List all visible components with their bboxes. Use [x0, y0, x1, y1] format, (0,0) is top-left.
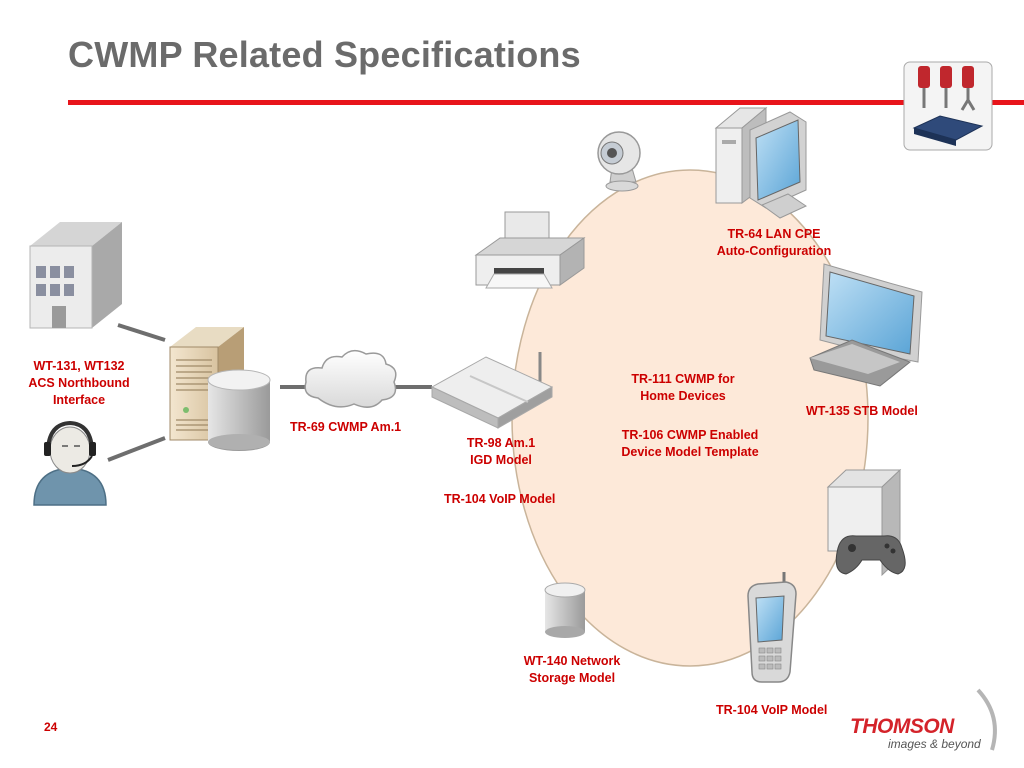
gateway-router-icon	[430, 352, 554, 429]
title-underline	[68, 100, 1024, 105]
flat-tv-stb-icon	[809, 263, 923, 387]
slide-title: CWMP Related Specifications	[68, 34, 581, 75]
link-building-server	[117, 323, 166, 342]
logo-brand: THOMSON	[850, 715, 954, 738]
cloud-icon	[304, 349, 397, 408]
logo-swoosh	[976, 688, 997, 751]
database-icon	[207, 369, 271, 451]
wt135-label: WT-135 STB Model	[806, 404, 918, 418]
game-console-icon	[826, 468, 906, 577]
network-storage-icon	[544, 582, 586, 638]
desktop-computer-icon	[714, 106, 808, 219]
support-agent-icon	[33, 420, 107, 506]
link-agent-server	[107, 436, 166, 462]
mobile-phone-icon	[747, 572, 797, 683]
office-building-icon	[29, 222, 122, 329]
printer-icon	[474, 211, 586, 289]
tools-router-icon	[903, 61, 993, 151]
webcam-icon	[597, 131, 641, 192]
logo-tagline: images & beyond	[888, 737, 981, 751]
tr104-gateway-label: TR-104 VoIP Model	[444, 492, 556, 506]
thomson-logo: THOMSON images & beyond	[850, 688, 1010, 758]
tr104-phone-label: TR-104 VoIP Model	[716, 703, 828, 717]
page-number: 24	[44, 720, 58, 734]
tr69-label: TR-69 CWMP Am.1	[290, 420, 402, 434]
